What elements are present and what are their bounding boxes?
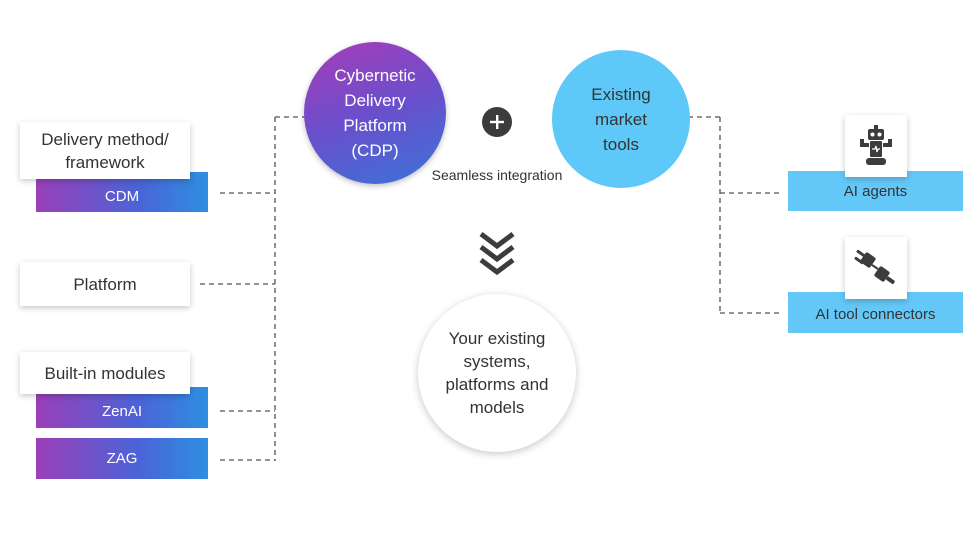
- cdp-circle: Cybernetic Delivery Platform (CDP): [304, 42, 446, 184]
- ai-tool-connectors-label: AI tool connectors: [815, 306, 936, 323]
- delivery-method-card: Delivery method/ framework: [20, 122, 190, 179]
- chevron-down-icon: [479, 232, 515, 276]
- platform-label: Platform: [73, 274, 137, 294]
- delivery-method-label: Delivery method/ framework: [41, 129, 169, 172]
- ai-agents-icon-card: [845, 115, 907, 177]
- existing-systems-label: Your existing systems, platforms and mod…: [445, 329, 549, 417]
- market-tools-label: Existing market tools: [591, 84, 651, 154]
- integration-note: Seamless integration: [430, 165, 564, 185]
- cdp-label: Cybernetic Delivery Platform (CDP): [334, 66, 416, 160]
- zag-label: ZAG: [106, 450, 138, 467]
- ai-tool-connectors-icon-card: [845, 237, 907, 299]
- market-tools-circle: Existing market tools: [552, 50, 690, 188]
- ai-agents-bar: AI agents: [788, 171, 963, 211]
- plus-icon: [482, 107, 512, 137]
- plug-icon: [854, 249, 895, 285]
- zag-bar: ZAG: [36, 438, 208, 479]
- platform-card: Platform: [20, 262, 190, 306]
- existing-systems-circle: Your existing systems, platforms and mod…: [418, 294, 576, 452]
- built-in-modules-card: Built-in modules: [20, 352, 190, 394]
- robot-icon: [860, 125, 892, 165]
- cdm-label: CDM: [104, 187, 140, 205]
- built-in-modules-label: Built-in modules: [44, 363, 166, 383]
- integration-label: Seamless integration: [431, 167, 563, 183]
- zenai-label: ZenAI: [101, 403, 143, 420]
- ai-agents-label: AI agents: [843, 182, 908, 200]
